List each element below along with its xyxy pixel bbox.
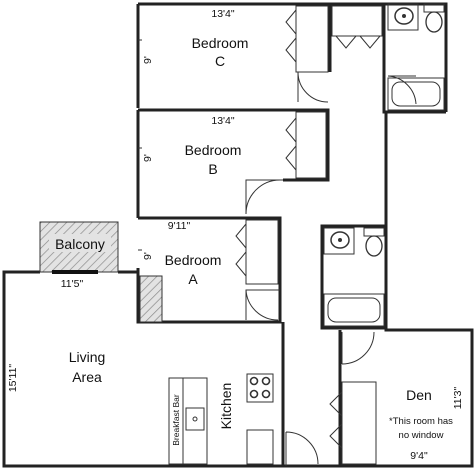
sink-2-icon — [330, 231, 350, 249]
bedroom-b-width: 13'4" — [211, 115, 235, 127]
door-bath-1 — [387, 75, 417, 105]
bedroom-a-name: Bedroom — [165, 252, 222, 268]
tub-2-icon — [323, 293, 385, 327]
door-bedroom-b — [245, 179, 283, 215]
door-bedroom-c — [297, 71, 329, 103]
closet-a — [245, 219, 279, 285]
closet-b — [295, 111, 327, 179]
refrigerator-icon — [246, 429, 274, 465]
hall-closet — [331, 5, 383, 37]
door-bedroom-a — [245, 289, 280, 321]
living-name-line2: Area — [72, 369, 102, 385]
balcony-name: Balcony — [55, 236, 105, 252]
bath-1-fixtures — [387, 3, 445, 111]
storage-hatch — [139, 275, 163, 323]
bedroom-a-depth: 9' — [142, 252, 154, 260]
bedroom-c-name: Bedroom — [192, 35, 249, 51]
closet-doors — [235, 5, 383, 465]
bedroom-b-depth: 9' — [142, 154, 154, 162]
kitchen-fixtures — [168, 373, 274, 465]
toilet-2-icon — [365, 235, 383, 257]
kitchen-name: Kitchen — [218, 383, 234, 430]
bedroom-b-name: Bedroom — [185, 142, 242, 158]
stove-icon — [246, 373, 274, 403]
balcony-width: 11'5" — [61, 278, 84, 290]
bedroom-b-walls — [138, 108, 330, 182]
door-den — [341, 331, 375, 365]
living-walls — [2, 270, 340, 468]
bedroom-c-width: 13'4" — [211, 8, 235, 20]
kitchen-sink-icon — [185, 407, 205, 431]
hall-east-wall — [384, 110, 446, 222]
den-depth: 11'3" — [452, 386, 464, 409]
den-width: 9'4" — [410, 450, 428, 462]
bedroom-a-letter: A — [188, 271, 198, 287]
tub-1-icon — [387, 77, 445, 111]
door-entry — [285, 431, 319, 466]
kitchen-counter — [182, 377, 208, 465]
balcony-label-backdrop — [49, 234, 111, 252]
living-name-line1: Living — [69, 349, 106, 365]
bedroom-a-width: 9'11" — [168, 220, 191, 232]
toilet-1-icon — [425, 11, 443, 33]
bath-2-fixtures — [323, 227, 385, 327]
labels: 13'4" Bedroom C 9' 13'4" Bedroom B 9' 9'… — [7, 8, 464, 462]
dimension-lines — [138, 39, 142, 251]
bedroom-c-letter: C — [215, 53, 225, 69]
living-depth: 15'11" — [7, 364, 19, 393]
bedroom-b-letter: B — [208, 161, 217, 177]
den-name: Den — [406, 387, 432, 403]
closet-c — [295, 5, 329, 73]
sink-1-icon — [394, 7, 414, 25]
den-closet — [341, 381, 377, 465]
den-note-line2: no window — [399, 430, 444, 441]
swing-doors — [245, 71, 417, 466]
breakfast-bar-label: Breakfast Bar — [171, 394, 181, 446]
den-note-line1: *This room has — [389, 416, 453, 427]
bedroom-c-depth: 9' — [142, 56, 154, 64]
